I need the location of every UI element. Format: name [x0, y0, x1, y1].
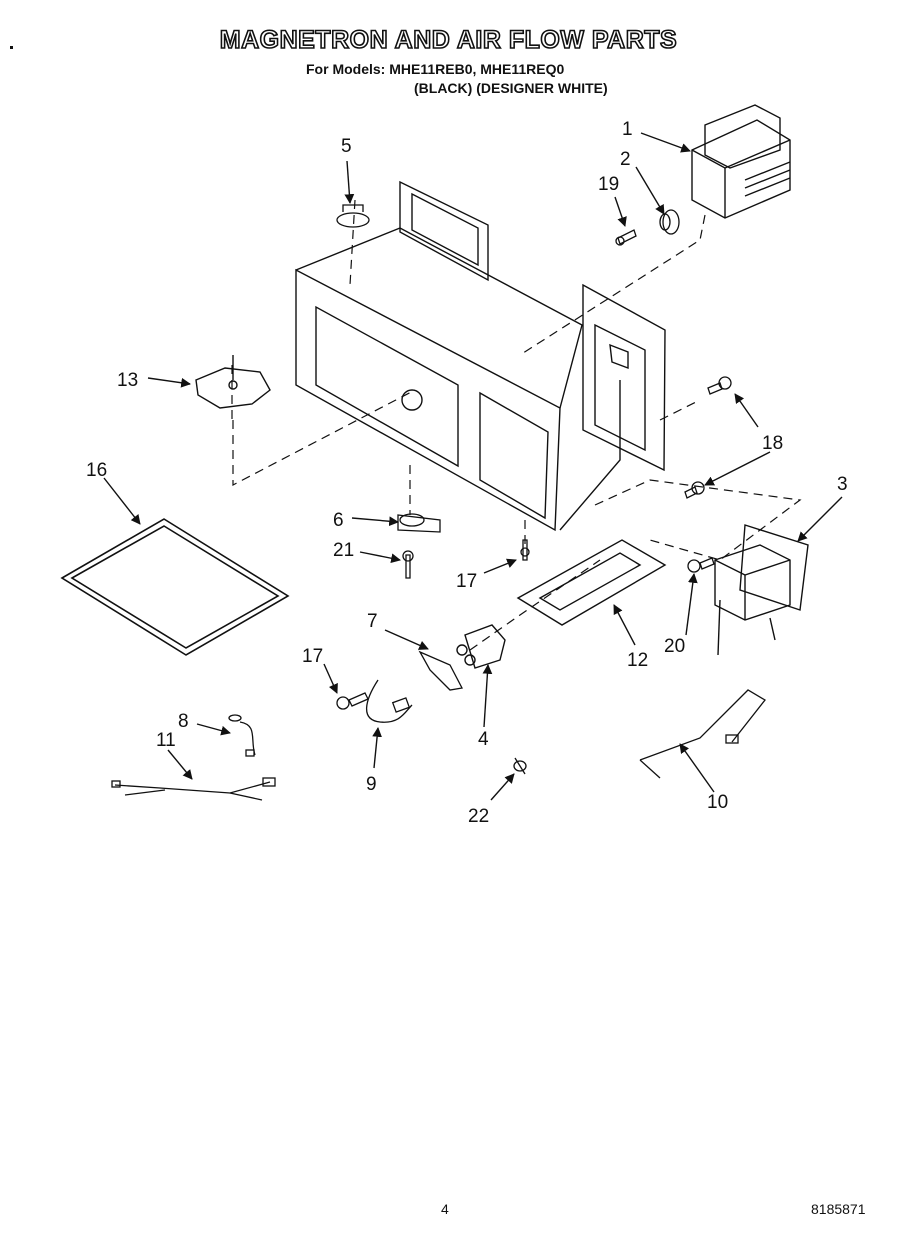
antenna-gasket: [659, 209, 680, 235]
color-variants-line: (BLACK) (DESIGNER WHITE): [414, 80, 608, 96]
callout-12: 12: [627, 650, 648, 671]
wire-harness: [111, 777, 276, 801]
document-number: 8185871: [811, 1201, 866, 1217]
callout-1: 1: [622, 119, 633, 140]
callout-22: 22: [468, 806, 489, 827]
glass-tray: [60, 518, 290, 656]
callout-4: 4: [478, 729, 489, 750]
screw-21: [402, 550, 414, 579]
wire-harness-10: [639, 689, 766, 779]
assembly-guide-lines: [231, 199, 802, 651]
corner-mark: [10, 46, 13, 49]
stirrer-blade: [195, 355, 271, 409]
callout-2: 2: [620, 149, 631, 170]
callout-19: 19: [598, 174, 619, 195]
screw-17-lower: [336, 692, 369, 710]
callout-21: 21: [333, 540, 354, 561]
air-flow-cavity: [295, 180, 666, 532]
callout-10: 10: [707, 792, 728, 813]
thermal-cutout: [336, 204, 370, 228]
hv-capacitor: [456, 624, 506, 669]
models-line: For Models: MHE11REB0, MHE11REQ0: [306, 61, 565, 77]
page-number: 4: [441, 1201, 449, 1217]
screws-18: [684, 376, 732, 499]
diagram-title: MAGNETRON AND AIR FLOW PARTS: [219, 25, 678, 55]
hv-transformer: [714, 524, 809, 656]
callout-16: 16: [86, 460, 107, 481]
callout-labels: 1 2 19 5 13 16 6 21 17 18 3 20 12 7 17 4…: [86, 119, 848, 827]
screw-17-upper: [520, 539, 530, 561]
hv-diode: [366, 679, 413, 723]
screw-19: [615, 229, 637, 246]
screw-20: [687, 557, 715, 573]
callout-9: 9: [366, 774, 377, 795]
nut-22: [513, 757, 527, 775]
magnetron: [691, 104, 791, 219]
callout-7: 7: [367, 611, 378, 632]
bracket-12: [516, 539, 667, 626]
capacitor-bracket: [418, 650, 463, 691]
callout-3: 3: [837, 474, 848, 495]
fuse-lead: [228, 714, 256, 757]
callout-20: 20: [664, 636, 685, 657]
callout-17-upper: 17: [456, 571, 477, 592]
callout-8: 8: [178, 711, 189, 732]
callout-11: 11: [156, 730, 176, 751]
stirrer-motor: [397, 513, 441, 533]
callout-17-lower: 17: [302, 646, 323, 667]
callout-5: 5: [341, 136, 352, 157]
callout-13: 13: [117, 370, 138, 391]
callout-6: 6: [333, 510, 344, 531]
callout-18: 18: [762, 433, 783, 454]
leader-arrows: [103, 132, 843, 801]
